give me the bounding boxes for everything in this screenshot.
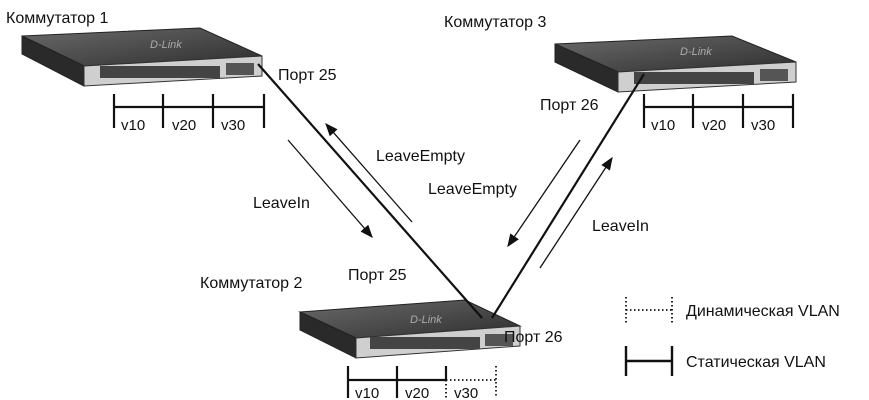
switch-1: D-Link (21, 27, 263, 87)
legend-dynamic-label: Динамическая VLAN (686, 303, 840, 320)
arrow-leaveempty-sw2-sw1 (325, 123, 413, 223)
legend-static-label: Статическая VLAN (686, 354, 826, 371)
switch-1-vlan-label: v20 (172, 117, 196, 134)
switch-3-ports (634, 72, 754, 84)
switch-3-vlan-label: v20 (702, 117, 726, 134)
switch-1-ports (100, 66, 220, 78)
switch-3-port-label: Порт 26 (540, 97, 599, 114)
switch-2-dynamic-vlan-segment (445, 366, 497, 398)
arrow-leavein-sw1-sw2 (287, 139, 373, 238)
switch-3-name: Коммутатор 3 (444, 14, 546, 31)
switch-2: D-Link (298, 299, 522, 359)
switch-3-vlan-bar (642, 94, 795, 128)
arrow-leavein-sw2-sw3 (539, 156, 613, 269)
switch-1-logo: D-Link (150, 39, 182, 51)
switch-2-port25-label: Порт 25 (348, 267, 407, 284)
switch-2-vlan-label: v10 (355, 385, 379, 400)
switch-3-vlan-label: v30 (751, 117, 775, 134)
switch-3-logo: D-Link (680, 46, 712, 58)
switch-1-vlan-label: v10 (121, 117, 145, 134)
link-sw3-sw2 (491, 73, 645, 319)
link-sw1-sw2 (257, 63, 483, 319)
switch-2-vlan-bar (346, 366, 497, 398)
switch-1-vlan-label: v30 (221, 117, 245, 134)
switch-2-logo: D-Link (410, 314, 442, 326)
switch-1-port-label: Порт 25 (278, 67, 337, 84)
arrow-leaveempty-sw3-sw2 (507, 139, 581, 248)
message-leaveempty-sw1: LeaveEmpty (376, 148, 465, 165)
switch-3: D-Link (554, 35, 797, 93)
switch-3-vlan-label: v10 (651, 117, 675, 134)
switch-2-vlan-label: v30 (454, 385, 478, 400)
switch-2-port26-label: Порт 26 (504, 329, 563, 346)
switch-2-name: Коммутатор 2 (200, 275, 302, 292)
message-leavein-sw1: LeaveIn (253, 195, 310, 212)
switch-2-vlan-label: v20 (405, 385, 429, 400)
legend-static-symbol (624, 346, 674, 376)
legend-dynamic-symbol (625, 297, 673, 325)
switch-1-name: Коммутатор 1 (6, 10, 108, 27)
message-leavein-sw3: LeaveIn (592, 218, 649, 235)
message-leaveempty-sw3: LeaveEmpty (428, 181, 517, 198)
switch-1-vlan-bar (112, 94, 266, 128)
switch-2-ports (370, 337, 480, 349)
